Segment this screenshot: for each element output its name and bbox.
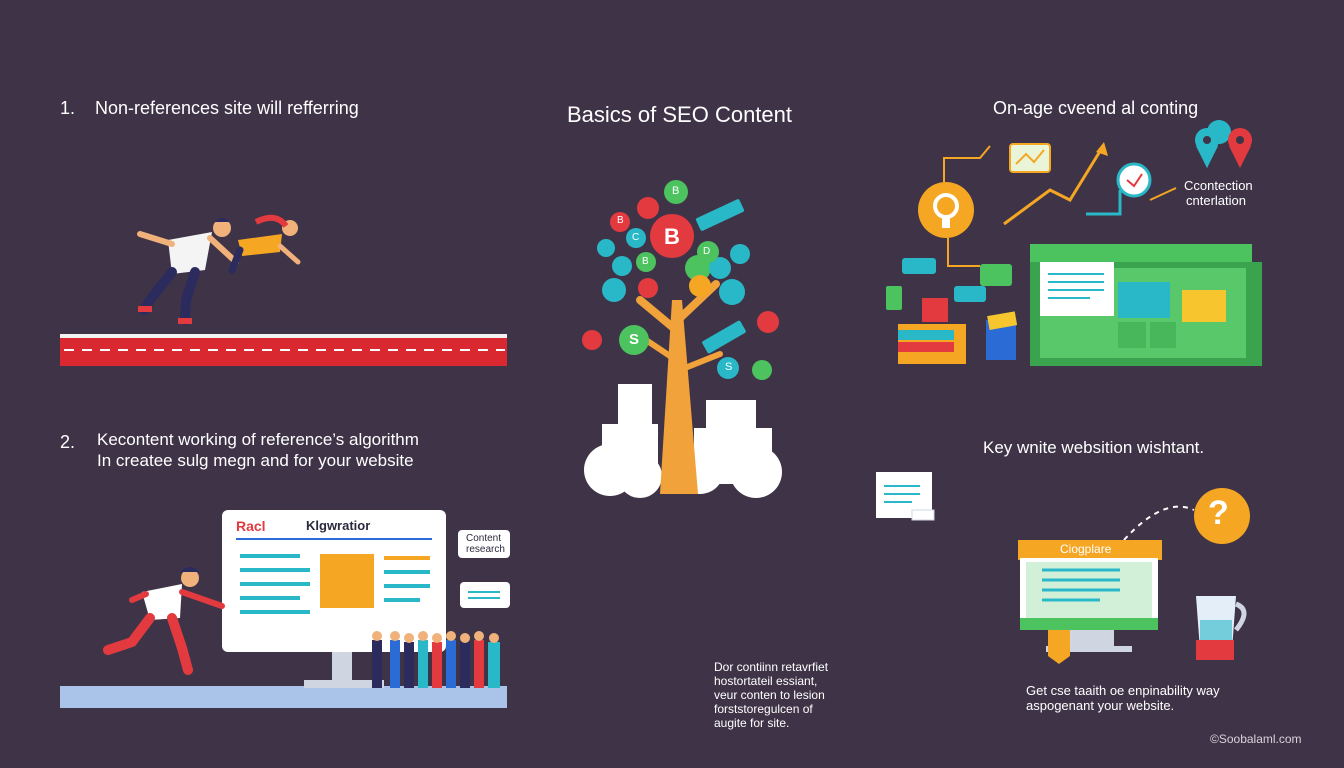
tree-center-letter: B <box>664 224 680 249</box>
right-caption-2: aspogenant your website. <box>1026 698 1175 713</box>
coin-letter: B <box>642 256 649 267</box>
document-icon <box>876 472 935 521</box>
step-2-number: 2. <box>60 432 76 452</box>
bubble-line-1: Content <box>466 533 502 544</box>
step-1-number: 1. <box>60 98 76 118</box>
runner-1-icon <box>137 218 239 325</box>
seo-tree <box>582 180 782 498</box>
help-question-icon: ? <box>1208 494 1229 532</box>
center-caption: Dor contiinn retavrfiet hostortateil ess… <box>714 660 828 730</box>
coin-letter: B <box>617 215 624 226</box>
center-caption-line: forststoregulcen of <box>714 702 813 716</box>
right-mid-heading: Key wnite websition wishtant. <box>983 438 1205 457</box>
step-1-text: Non-references site will refferring <box>95 98 359 118</box>
center-caption-line: augite for site. <box>714 716 790 730</box>
coin-letter: C <box>632 232 640 243</box>
keyword-monitor <box>60 510 510 708</box>
step-2-text-2: In createe sulg megn and for your websit… <box>97 451 414 470</box>
monitor-title: Klgwratior <box>306 518 371 533</box>
help-monitor-label: Ciogplare <box>1060 542 1112 556</box>
page-title: Basics of SEO Content <box>567 102 792 127</box>
monitor-title-red: Racl <box>236 518 266 534</box>
center-caption-line: veur conten to lesion <box>714 688 825 702</box>
coin-letter: D <box>703 246 711 257</box>
coin-letter: S <box>725 361 733 373</box>
right-top-label-2: cnterlation <box>1186 193 1246 208</box>
right-top-heading: On-age cveend al conting <box>993 98 1199 118</box>
step-2-text-1: Kecontent working of reference’s algorit… <box>97 430 419 449</box>
center-caption-line: hostortateil essiant, <box>714 674 818 688</box>
runner-2-icon <box>228 214 301 274</box>
content-research-bubble: Content research <box>458 530 510 558</box>
bubble-line-2: research <box>466 544 505 555</box>
right-top-label-1: Ccontection <box>1184 178 1253 193</box>
coin-letter: B <box>672 185 680 197</box>
right-caption-1: Get cse taaith oe enpinability way <box>1026 683 1220 698</box>
analytics-workspace <box>886 120 1262 366</box>
center-caption-line: Dor contiinn retavrfiet <box>714 660 829 674</box>
watermark: ©Soobalaml.com <box>1210 732 1302 746</box>
coin-letter: S <box>629 331 640 348</box>
running-track <box>60 334 507 366</box>
